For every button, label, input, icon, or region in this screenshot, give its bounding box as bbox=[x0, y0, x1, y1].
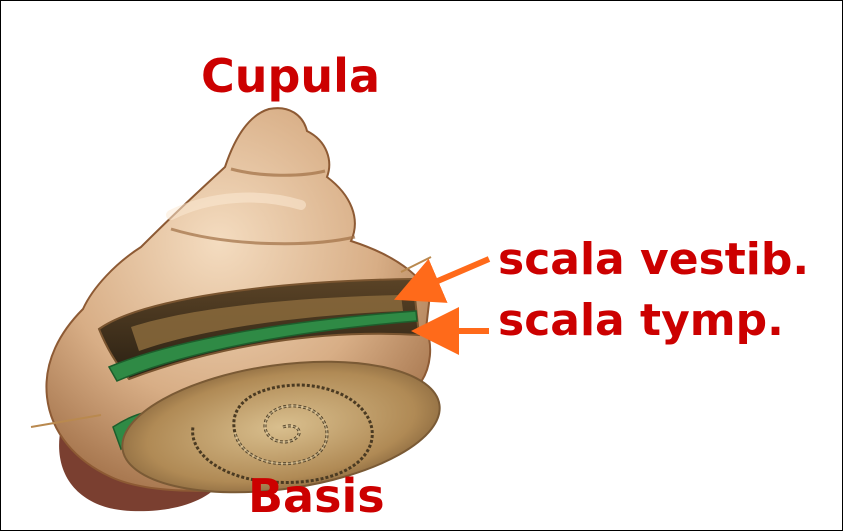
nerve-strand-2 bbox=[400, 256, 432, 273]
label-basis: Basis bbox=[248, 469, 385, 523]
label-scala-vestibuli: scala vestib. bbox=[498, 234, 810, 285]
base-spiral-inner bbox=[234, 405, 328, 465]
scala-wall bbox=[131, 295, 403, 351]
cochlea-illustration bbox=[30, 107, 441, 512]
label-cupula: Cupula bbox=[201, 49, 380, 103]
shell-highlight bbox=[166, 192, 306, 220]
shell-ridge-2 bbox=[170, 227, 356, 246]
shell-ridge-1 bbox=[230, 167, 326, 177]
nerve-strand-1 bbox=[30, 414, 102, 428]
label-scala-tympani: scala tymp. bbox=[498, 295, 784, 346]
